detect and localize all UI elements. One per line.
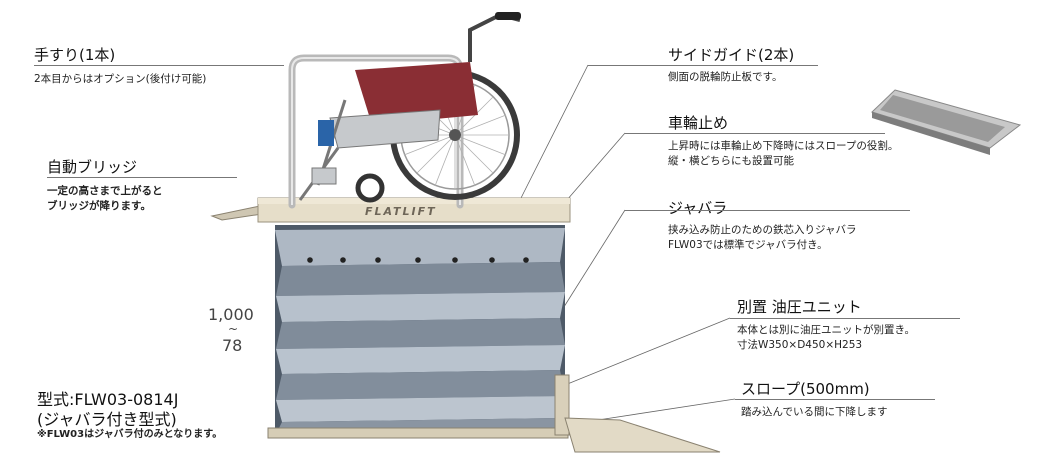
- base-frame: [267, 427, 569, 439]
- handrail-desc: 2本目からはオプション(後付け可能): [34, 73, 207, 85]
- handrail-title: 手すり(1本): [34, 46, 116, 64]
- bridge-desc-line2: ブリッジが降ります。: [47, 200, 151, 212]
- bellows-title: ジャバラ: [668, 199, 728, 217]
- bridge-desc-line1: 一定の高さまで上がると: [47, 185, 163, 197]
- side-guide-title: サイドガイド(2本): [668, 46, 795, 64]
- bridge-underline: [47, 177, 237, 178]
- wheel-stop-title: 車輪止め: [668, 114, 729, 132]
- leader-lines: [519, 64, 736, 421]
- wheelchair-graphic: [298, 12, 521, 203]
- slope-title: スロープ(500mm): [741, 380, 870, 398]
- bridge-graphic: [210, 205, 263, 221]
- bellows-graphic: [275, 225, 565, 434]
- side-guide-underline: [588, 65, 818, 66]
- height-max: 1,000: [208, 305, 254, 324]
- hydraulic-underline: [730, 318, 960, 319]
- wheel-stop-photo: [871, 89, 1022, 155]
- bridge-title: 自動ブリッジ: [47, 158, 138, 176]
- slope-underline: [735, 399, 935, 400]
- wheel-stop-desc-line1: 上昇時には車輪止め下降時にはスロープの役割。: [668, 140, 899, 152]
- height-min: 78: [222, 336, 243, 355]
- height-tilde: ~: [228, 322, 239, 336]
- hydraulic-desc-line1: 本体とは別に油圧ユニットが別置き。: [737, 324, 915, 336]
- bellows-underline: [625, 210, 910, 211]
- slope-graphic: [564, 417, 721, 453]
- wheel-stop-underline: [625, 133, 885, 134]
- hydraulic-desc-line2: 寸法W350×D450×H253: [737, 339, 863, 351]
- bellows-desc-line2: FLW03では標準でジャバラ付き。: [668, 239, 828, 251]
- brand-label: FLATLIFT: [365, 205, 437, 218]
- model-note: ※FLW03はジャバラ付のみとなります。: [37, 429, 223, 440]
- handrail-underline: [34, 65, 284, 66]
- slope-desc: 踏み込んでいる間に下降します: [741, 406, 888, 418]
- side-guide-desc: 側面の脱輪防止板です。: [668, 71, 783, 83]
- bellows-desc-line1: 挟み込み防止のための鉄芯入りジャバラ: [668, 224, 857, 236]
- model-line1: 型式:FLW03-0814J: [37, 390, 179, 409]
- wheel-stop-desc-line2: 縦・横どちらにも設置可能: [668, 155, 794, 167]
- model-line2: (ジャバラ付き型式): [37, 410, 177, 429]
- hydraulic-title: 別置 油圧ユニット: [737, 298, 862, 316]
